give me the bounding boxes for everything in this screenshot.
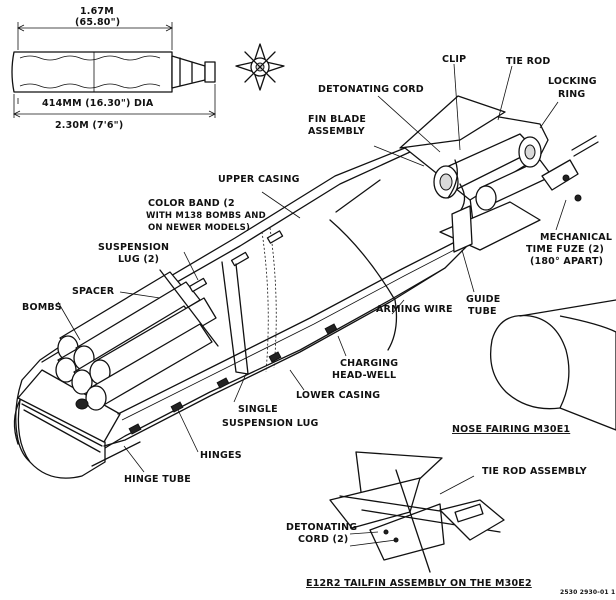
label-lower-casing: LOWER CASING — [296, 390, 380, 401]
tailfin-assembly-drawing — [329, 451, 505, 573]
label-charging-2: HEAD-WELL — [332, 370, 396, 381]
dim-length-top-in: (65.80") — [75, 17, 120, 28]
label-guide-tube: TUBE — [468, 306, 497, 317]
label-mechanical-3: (180° APART) — [530, 256, 603, 267]
label-clip: CLIP — [442, 54, 466, 65]
label-single-1: SINGLE — [238, 404, 278, 415]
label-upper-casing: UPPER CASING — [218, 174, 300, 185]
label-detonating-cord2-1: DETONATING — [286, 522, 357, 533]
label-guide: GUIDE — [466, 294, 500, 305]
label-single-2: SUSPENSION LUG — [222, 418, 319, 429]
figure-code: 2530 2930-01 1 — [560, 589, 615, 596]
label-fin-assembly: ASSEMBLY — [308, 126, 365, 137]
bomblets — [55, 271, 217, 411]
label-tie-rod-assembly: TIE ROD ASSEMBLY — [482, 466, 587, 477]
label-tie-rod: TIE ROD — [506, 56, 551, 67]
label-nose-fairing: NOSE FAIRING M30E1 — [452, 424, 570, 435]
label-bombs: BOMBS — [22, 302, 62, 313]
label-arming-wire: ARMING WIRE — [376, 304, 453, 315]
label-detonating-cord: DETONATING CORD — [318, 84, 424, 95]
label-spacer: SPACER — [72, 286, 115, 297]
label-detonating-cord2-2: CORD (2) — [298, 534, 348, 545]
label-mechanical-1: MECHANICAL — [540, 232, 612, 243]
main-bomb-drawing — [13, 95, 599, 479]
dim-length-total: 2.30M (7'6") — [55, 120, 123, 131]
label-suspension-1: SUSPENSION — [98, 242, 169, 253]
leader-lines — [57, 63, 567, 473]
side-profile-drawing — [11, 22, 216, 118]
label-color-band-3: ON NEWER MODELS) — [148, 223, 250, 233]
dim-diameter: 414MM (16.30") DIA — [42, 98, 154, 109]
label-color-band-2: WITH M138 BOMBS AND — [146, 211, 266, 221]
nose-fairing-drawing — [489, 299, 616, 431]
label-fin-blade: FIN BLADE — [308, 114, 366, 125]
label-locking: LOCKING — [548, 76, 597, 87]
label-hinge-tube: HINGE TUBE — [124, 474, 191, 485]
dim-length-top: 1.67M — [80, 6, 114, 17]
label-suspension-2: LUG (2) — [118, 254, 159, 265]
label-mechanical-2: TIME FUZE (2) — [526, 244, 604, 255]
label-color-band-1: COLOR BAND (2 — [148, 198, 235, 209]
label-charging-1: CHARGING — [340, 358, 398, 369]
tail-end-view — [235, 43, 285, 91]
label-ring: RING — [558, 89, 585, 100]
label-tailfin: E12R2 TAILFIN ASSEMBLY ON THE M30E2 — [306, 578, 532, 589]
label-hinges: HINGES — [200, 450, 242, 461]
